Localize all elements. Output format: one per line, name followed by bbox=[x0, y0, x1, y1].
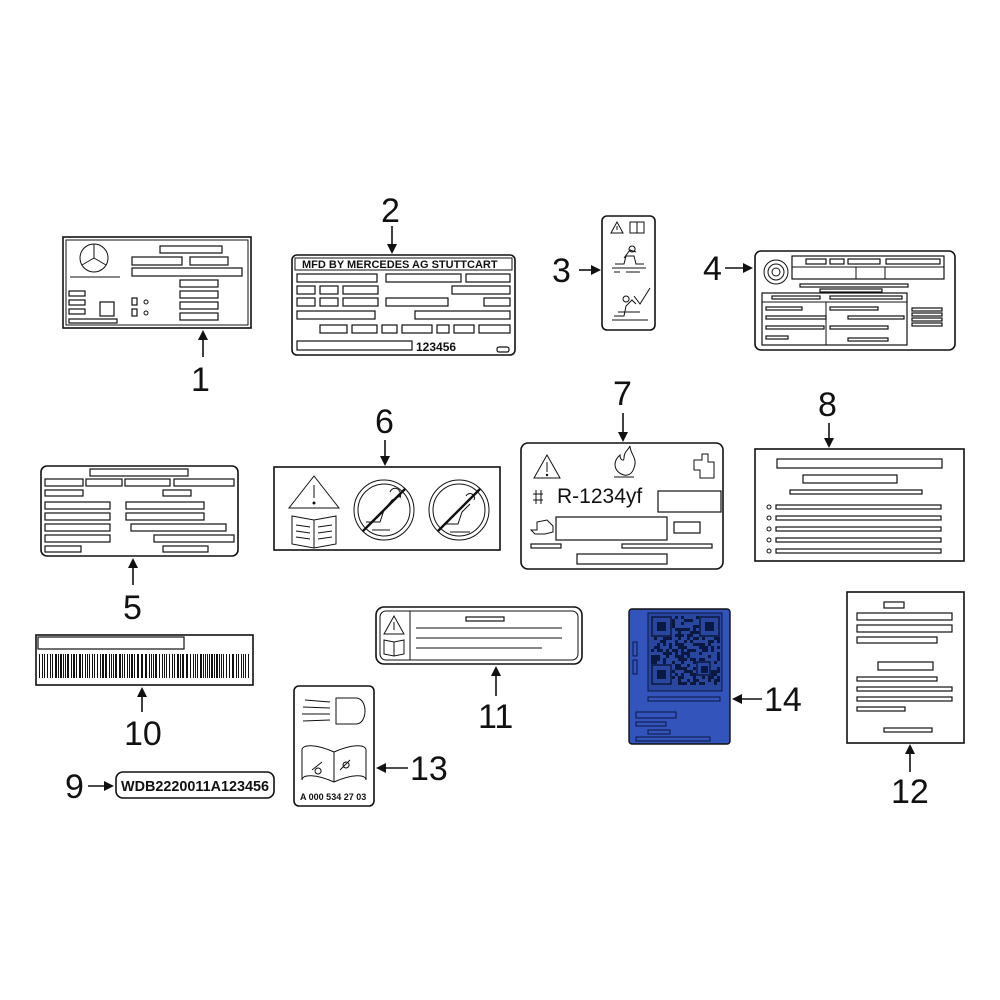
vin-text: WDB2220011A123456 bbox=[121, 778, 269, 795]
child-seat-check-icon bbox=[612, 287, 651, 321]
manual-icon bbox=[383, 639, 405, 657]
label-9[interactable]: WDB2220011A123456 bbox=[115, 771, 275, 799]
callout-7: 7 bbox=[613, 375, 632, 413]
callout-13: 13 bbox=[410, 750, 448, 788]
label-14[interactable] bbox=[628, 608, 731, 745]
refrigerant-text: R-1234yf bbox=[557, 485, 642, 508]
label-10[interactable] bbox=[35, 634, 254, 686]
callout-numbers: 1 2 3 4 5 6 7 8 9 10 11 12 13 14 bbox=[65, 192, 929, 811]
warning-triangle-icon bbox=[383, 614, 405, 635]
callout-14: 14 bbox=[764, 681, 802, 719]
service-manual-wrench-icon bbox=[301, 745, 367, 783]
callout-8: 8 bbox=[818, 386, 837, 424]
tire-icon bbox=[763, 259, 789, 285]
label-2-header: MFD BY MERCEDES AG STUTTCART bbox=[302, 259, 498, 271]
no-rear-facing-child-seat-icon bbox=[353, 479, 415, 541]
label-5[interactable] bbox=[40, 465, 239, 557]
label-2[interactable]: MFD BY MERCEDES AG STUTTCART 123456 bbox=[291, 254, 516, 356]
label-11[interactable] bbox=[375, 606, 583, 665]
callout-2: 2 bbox=[381, 192, 400, 230]
callout-3: 3 bbox=[552, 252, 571, 290]
callout-1: 1 bbox=[191, 361, 210, 399]
callout-5: 5 bbox=[123, 589, 142, 627]
callout-arrows bbox=[88, 226, 915, 791]
barcode-icon bbox=[39, 654, 249, 678]
mercedes-star-icon bbox=[70, 243, 120, 278]
compressor-icon bbox=[693, 453, 715, 479]
callout-6: 6 bbox=[375, 403, 394, 441]
callout-9: 9 bbox=[65, 768, 84, 806]
flame-icon bbox=[614, 445, 636, 478]
oil-can-icon bbox=[529, 519, 554, 535]
label-12[interactable] bbox=[846, 591, 965, 744]
headlight-icon bbox=[302, 697, 366, 725]
label-7[interactable]: R-1234yf bbox=[520, 442, 724, 570]
callout-4: 4 bbox=[703, 250, 722, 288]
callout-11: 11 bbox=[478, 698, 513, 736]
label-8[interactable] bbox=[754, 448, 965, 562]
label-2-serial: 123456 bbox=[416, 340, 456, 354]
child-seat-icon bbox=[612, 245, 646, 273]
warning-triangle-icon bbox=[610, 220, 624, 234]
manual-icon bbox=[291, 515, 337, 549]
label-13[interactable]: A 000 534 27 03 bbox=[293, 685, 375, 807]
snowflake-icon bbox=[533, 490, 543, 504]
label-6[interactable] bbox=[273, 466, 501, 551]
manual-icon bbox=[629, 221, 645, 234]
label-3[interactable] bbox=[601, 215, 656, 331]
label-1[interactable] bbox=[62, 236, 252, 329]
callout-10: 10 bbox=[124, 715, 162, 753]
warning-triangle-icon bbox=[533, 453, 561, 479]
label-4[interactable] bbox=[754, 250, 956, 351]
callout-12: 12 bbox=[891, 773, 929, 811]
qr-code-icon bbox=[651, 616, 720, 685]
no-child-seat-icon bbox=[428, 479, 490, 541]
part-number-text: A 000 534 27 03 bbox=[300, 792, 366, 802]
warning-triangle-icon bbox=[287, 475, 341, 509]
